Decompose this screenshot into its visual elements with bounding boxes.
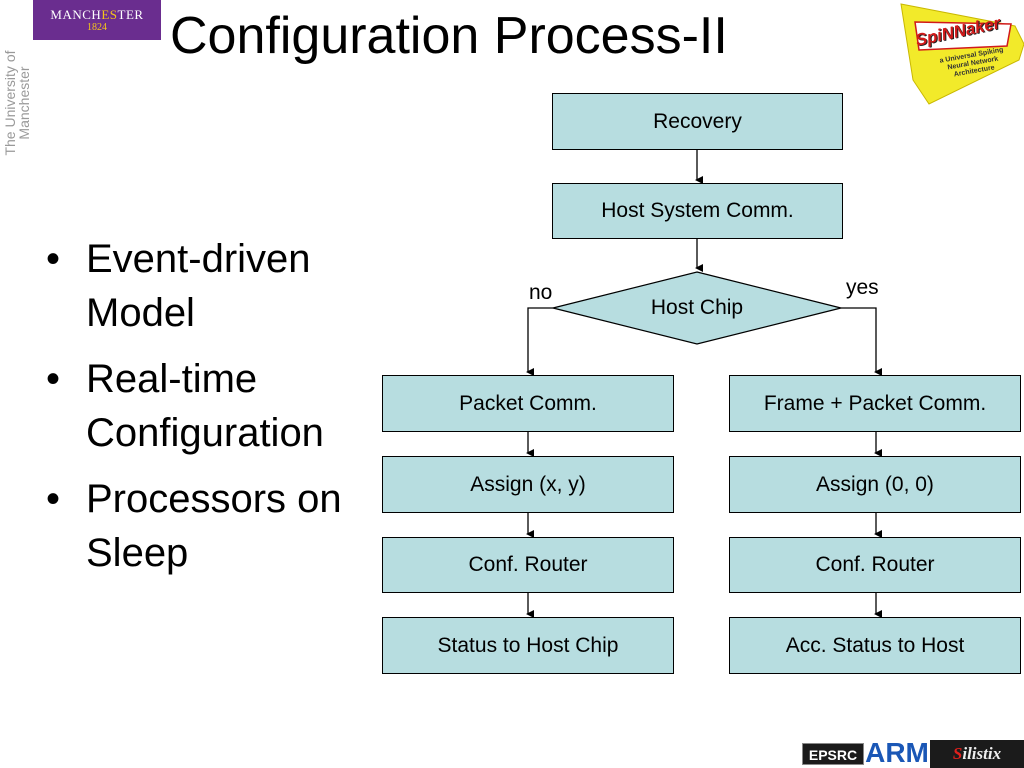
no-branch-label: no [529,281,553,304]
right-step-box: Assign (0, 0) [729,456,1021,513]
university-logo: MANCHESTER 1824 [33,0,161,40]
silistix-logo: Silistix [930,740,1024,768]
left-step-box: Packet Comm. [382,375,674,432]
yes-branch-label: yes [846,276,879,299]
host-system-comm-box: Host System Comm. [552,183,843,239]
right-step-box: Conf. Router [729,537,1021,593]
bullet-item: • Processors on Sleep [40,472,385,580]
bullet-dot-icon: • [46,357,61,401]
arrow-yes-branch [841,307,882,376]
bullet-dot-icon: • [46,477,61,521]
bullet-item: • Event-driven Model [40,232,385,340]
left-step-box: Status to Host Chip [382,617,674,674]
left-step-box: Assign (x, y) [382,456,674,513]
spinnaker-badge-icon [900,3,1024,105]
slide-title: Configuration Process-II [170,7,728,65]
footer-logos: EPSRC ARM Silistix [800,738,1024,768]
bullet-item: • Real-time Configuration [40,352,385,460]
bullet-dot-icon: • [46,237,61,281]
recovery-box: Recovery [552,93,843,150]
arm-logo: ARM [865,737,929,768]
university-logo-year: 1824 [87,22,107,33]
spinnaker-logo: SpiNNaker a Universal Spiking Neural Net… [895,0,1024,105]
right-step-box: Frame + Packet Comm. [729,375,1021,432]
decision-label: Host Chip [650,296,744,319]
bullet-text: Event-driven Model [86,237,311,335]
bullet-text: Processors on Sleep [86,477,342,575]
epsrc-logo: EPSRC [802,743,864,765]
left-step-box: Conf. Router [382,537,674,593]
arrow-no-branch [526,307,553,376]
right-step-box: Acc. Status to Host [729,617,1021,674]
university-logo-name: MANCHESTER [50,7,144,22]
decision-diamond [552,271,842,345]
bullet-text: Real-time Configuration [86,357,324,455]
bullet-list: • Event-driven Model • Real-time Configura… [40,232,385,592]
